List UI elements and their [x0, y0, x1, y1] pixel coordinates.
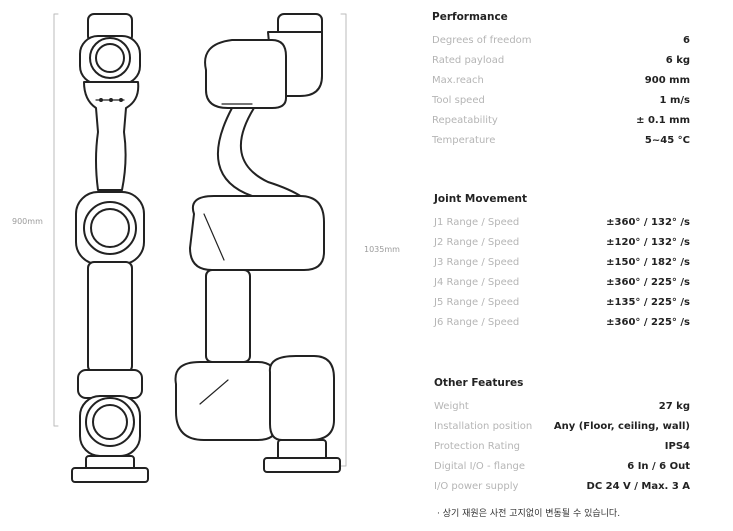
spec-row: Repeatability ± 0.1 mm [432, 110, 690, 130]
spec-value: 5~45 °C [644, 134, 690, 146]
spec-label: I/O power supply [434, 480, 519, 492]
spec-row: J6 Range / Speed ±360° / 225° /s [434, 312, 690, 332]
spec-value: ±360° / 225° /s [606, 316, 690, 328]
other-features-section: Other Features Weight 27 kg Installation … [434, 376, 690, 496]
spec-row: J1 Range / Speed ±360° / 132° /s [434, 212, 690, 232]
spec-row: Temperature 5~45 °C [432, 130, 690, 150]
spec-value: Any (Floor, ceiling, wall) [553, 420, 690, 432]
performance-section: Performance Degrees of freedom 6 Rated pa… [432, 10, 690, 150]
section-title: Other Features [434, 377, 524, 389]
spec-label: J6 Range / Speed [434, 316, 520, 328]
spec-value: ±360° / 132° /s [606, 216, 690, 228]
spec-value: ±135° / 225° /s [606, 296, 690, 308]
spec-label: Max.reach [432, 74, 484, 86]
spec-value: 6 kg [665, 54, 690, 66]
spec-label: Repeatability [432, 114, 498, 126]
section-title: Joint Movement [434, 193, 528, 205]
joint-movement-section: Joint Movement J1 Range / Speed ±360° / 1… [434, 192, 690, 332]
spec-row: J5 Range / Speed ±135° / 225° /s [434, 292, 690, 312]
spec-label: Installation position [434, 420, 533, 432]
spec-row: Installation position Any (Floor, ceiling… [434, 416, 690, 436]
spec-label: Rated payload [432, 54, 505, 66]
spec-label: J5 Range / Speed [434, 296, 520, 308]
spec-value: 1 m/s [659, 94, 690, 106]
footnote: · 상기 재원은 사전 고지없이 변동될 수 있습니다. [437, 509, 621, 519]
spec-value: 6 [683, 34, 690, 46]
spec-label: Weight [434, 400, 469, 412]
spec-value: 900 mm [644, 74, 690, 86]
spec-value: IPS4 [664, 440, 690, 452]
spec-label: J3 Range / Speed [434, 256, 520, 268]
spec-row: Rated payload 6 kg [432, 50, 690, 70]
section-title: Performance [432, 11, 508, 23]
spec-row: J4 Range / Speed ±360° / 225° /s [434, 272, 690, 292]
spec-value: ±360° / 225° /s [606, 276, 690, 288]
spec-row: J2 Range / Speed ±120° / 132° /s [434, 232, 690, 252]
height-front-label: 900mm [12, 217, 43, 226]
spec-label: J4 Range / Speed [434, 276, 520, 288]
spec-label: Tool speed [432, 94, 485, 106]
spec-row: J3 Range / Speed ±150° / 182° /s [434, 252, 690, 272]
robot-arm-diagram: 900mm 1035mm [12, 13, 400, 483]
spec-row: I/O power supply DC 24 V / Max. 3 A [434, 476, 690, 496]
spec-label: Protection Rating [434, 440, 521, 452]
spec-value: DC 24 V / Max. 3 A [586, 480, 690, 492]
spec-label: Digital I/O - flange [434, 460, 526, 472]
spec-value: 27 kg [658, 400, 690, 412]
spec-value: ±150° / 182° /s [606, 256, 690, 268]
spec-row: Max.reach 900 mm [432, 70, 690, 90]
spec-row: Digital I/O - flange 6 In / 6 Out [434, 456, 690, 476]
spec-label: Degrees of freedom [432, 34, 532, 46]
height-side-label: 1035mm [364, 245, 400, 254]
spec-row: Weight 27 kg [434, 396, 690, 416]
spec-value: 6 In / 6 Out [627, 460, 690, 472]
spec-value: ± 0.1 mm [636, 114, 690, 126]
spec-row: Degrees of freedom 6 [432, 30, 690, 50]
robot-arm-drawing [53, 13, 347, 483]
spec-row: Tool speed 1 m/s [432, 90, 690, 110]
spec-label: Temperature [432, 134, 496, 146]
spec-label: J1 Range / Speed [434, 216, 520, 228]
spec-row: Protection Rating IPS4 [434, 436, 690, 456]
spec-label: J2 Range / Speed [434, 236, 520, 248]
spec-value: ±120° / 132° /s [606, 236, 690, 248]
